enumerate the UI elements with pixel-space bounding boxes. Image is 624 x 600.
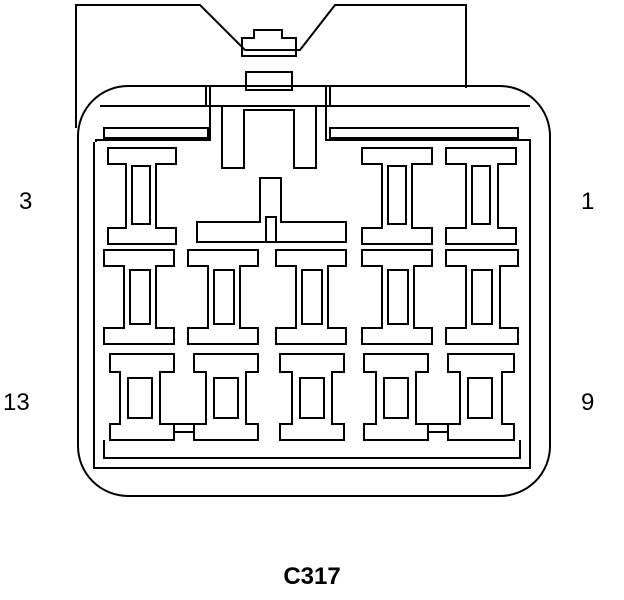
latch-stem bbox=[245, 71, 293, 91]
connector-rear-shroud bbox=[75, 4, 467, 128]
pin-label-13: 13 bbox=[3, 389, 30, 416]
polarizing-key bbox=[196, 177, 347, 243]
cavity-1 bbox=[445, 147, 517, 245]
cavity-3 bbox=[107, 147, 177, 245]
housing-inner bbox=[93, 86, 531, 469]
latch-tab bbox=[241, 29, 297, 57]
bottom-skirt bbox=[103, 440, 521, 459]
polarizing-key-notch bbox=[265, 216, 277, 243]
center-key-slot bbox=[205, 86, 331, 169]
cavity-11 bbox=[279, 353, 345, 441]
pin-label-1: 1 bbox=[581, 188, 595, 215]
cavity-13 bbox=[109, 353, 175, 441]
cavity-5 bbox=[361, 249, 433, 345]
housing-outer bbox=[77, 85, 551, 497]
cavity-12 bbox=[193, 353, 259, 441]
cavity-6 bbox=[275, 249, 347, 345]
cavity-10 bbox=[363, 353, 429, 441]
cavity-4 bbox=[445, 249, 519, 345]
cavity-7 bbox=[187, 249, 259, 345]
pin-label-3: 3 bbox=[19, 188, 33, 215]
cavity-9 bbox=[447, 353, 515, 441]
cavity-8 bbox=[103, 249, 175, 345]
bottom-row-web-right bbox=[428, 423, 448, 433]
top-rail-right bbox=[329, 127, 519, 139]
bottom-row-web-left bbox=[174, 423, 194, 433]
pin-label-9: 9 bbox=[581, 389, 595, 416]
connector-name: C317 bbox=[283, 563, 341, 590]
top-rail-left bbox=[103, 127, 209, 139]
cavity-2 bbox=[361, 147, 433, 245]
